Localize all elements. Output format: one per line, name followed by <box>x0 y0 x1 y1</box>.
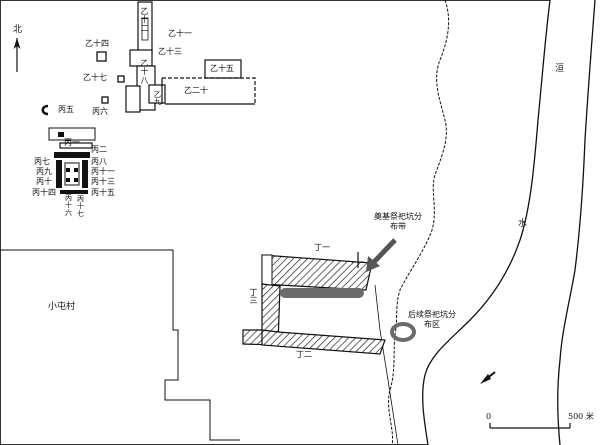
river-label-2: 水 <box>518 219 528 229</box>
ding-enclosure <box>242 252 386 355</box>
label-bing6: 丙六 <box>92 107 108 116</box>
label-bing14: 丙十四 <box>32 188 56 197</box>
label-bing5: 丙五 <box>58 105 74 114</box>
label-bing16: 丙十六 <box>65 194 72 217</box>
label-bing15: 丙十五 <box>91 188 115 197</box>
village-boundary <box>0 249 240 441</box>
label-yi12: 乙十二 <box>140 7 149 33</box>
label-yi9: 乙九 <box>154 91 161 107</box>
river-right-bank <box>557 0 596 445</box>
label-ding2: 丁二 <box>296 350 312 359</box>
label-yi11: 乙十一 <box>168 29 192 38</box>
flow-arrow-icon <box>480 371 496 384</box>
river-left-bank <box>422 0 551 445</box>
boundary-line <box>374 284 399 445</box>
label-yi14: 乙十四 <box>85 39 109 48</box>
north-arrow-icon <box>13 38 21 72</box>
label-bing9: 丙九 <box>36 167 52 176</box>
label-yi17: 乙十七 <box>83 73 107 82</box>
label-yi20: 乙二十 <box>184 86 208 95</box>
label-yi13: 乙十三 <box>158 47 182 56</box>
label-yi18: 乙十八 <box>140 59 149 85</box>
scale-zero: 0 <box>486 412 492 421</box>
river-label-1: 洹 <box>555 64 565 74</box>
village-label: 小屯村 <box>48 302 76 312</box>
river-body <box>422 0 600 445</box>
label-bing2: 丙二 <box>91 145 107 154</box>
label-ding3: 丁三 <box>249 288 258 306</box>
label-bing17: 丙十七 <box>77 195 84 218</box>
later-annotation: 后续祭祀坑分布区 <box>408 310 456 329</box>
label-bing8: 丙八 <box>91 157 107 166</box>
label-bing13: 丙十三 <box>91 177 115 186</box>
label-bing1: 丙一 <box>64 138 80 147</box>
label-bing10: 丙十 <box>36 177 52 186</box>
scale-bar <box>489 423 571 429</box>
eastern-bank-line <box>388 0 450 445</box>
later-area-ring <box>390 322 416 342</box>
label-ding1: 丁一 <box>314 243 330 252</box>
foundation-band <box>280 288 364 298</box>
pointer-arrow-icon <box>366 238 397 272</box>
scale-label: 500 米 <box>568 412 594 421</box>
label-bing11: 丙十一 <box>91 167 115 176</box>
yi-group <box>96 1 256 113</box>
north-label: 北 <box>13 25 23 35</box>
label-yi15: 乙十五 <box>210 64 234 73</box>
foundation-annotation: 奠基祭祀坑分布带 <box>374 212 422 231</box>
bing-group <box>41 104 96 194</box>
label-bing7: 丙七 <box>34 157 50 166</box>
